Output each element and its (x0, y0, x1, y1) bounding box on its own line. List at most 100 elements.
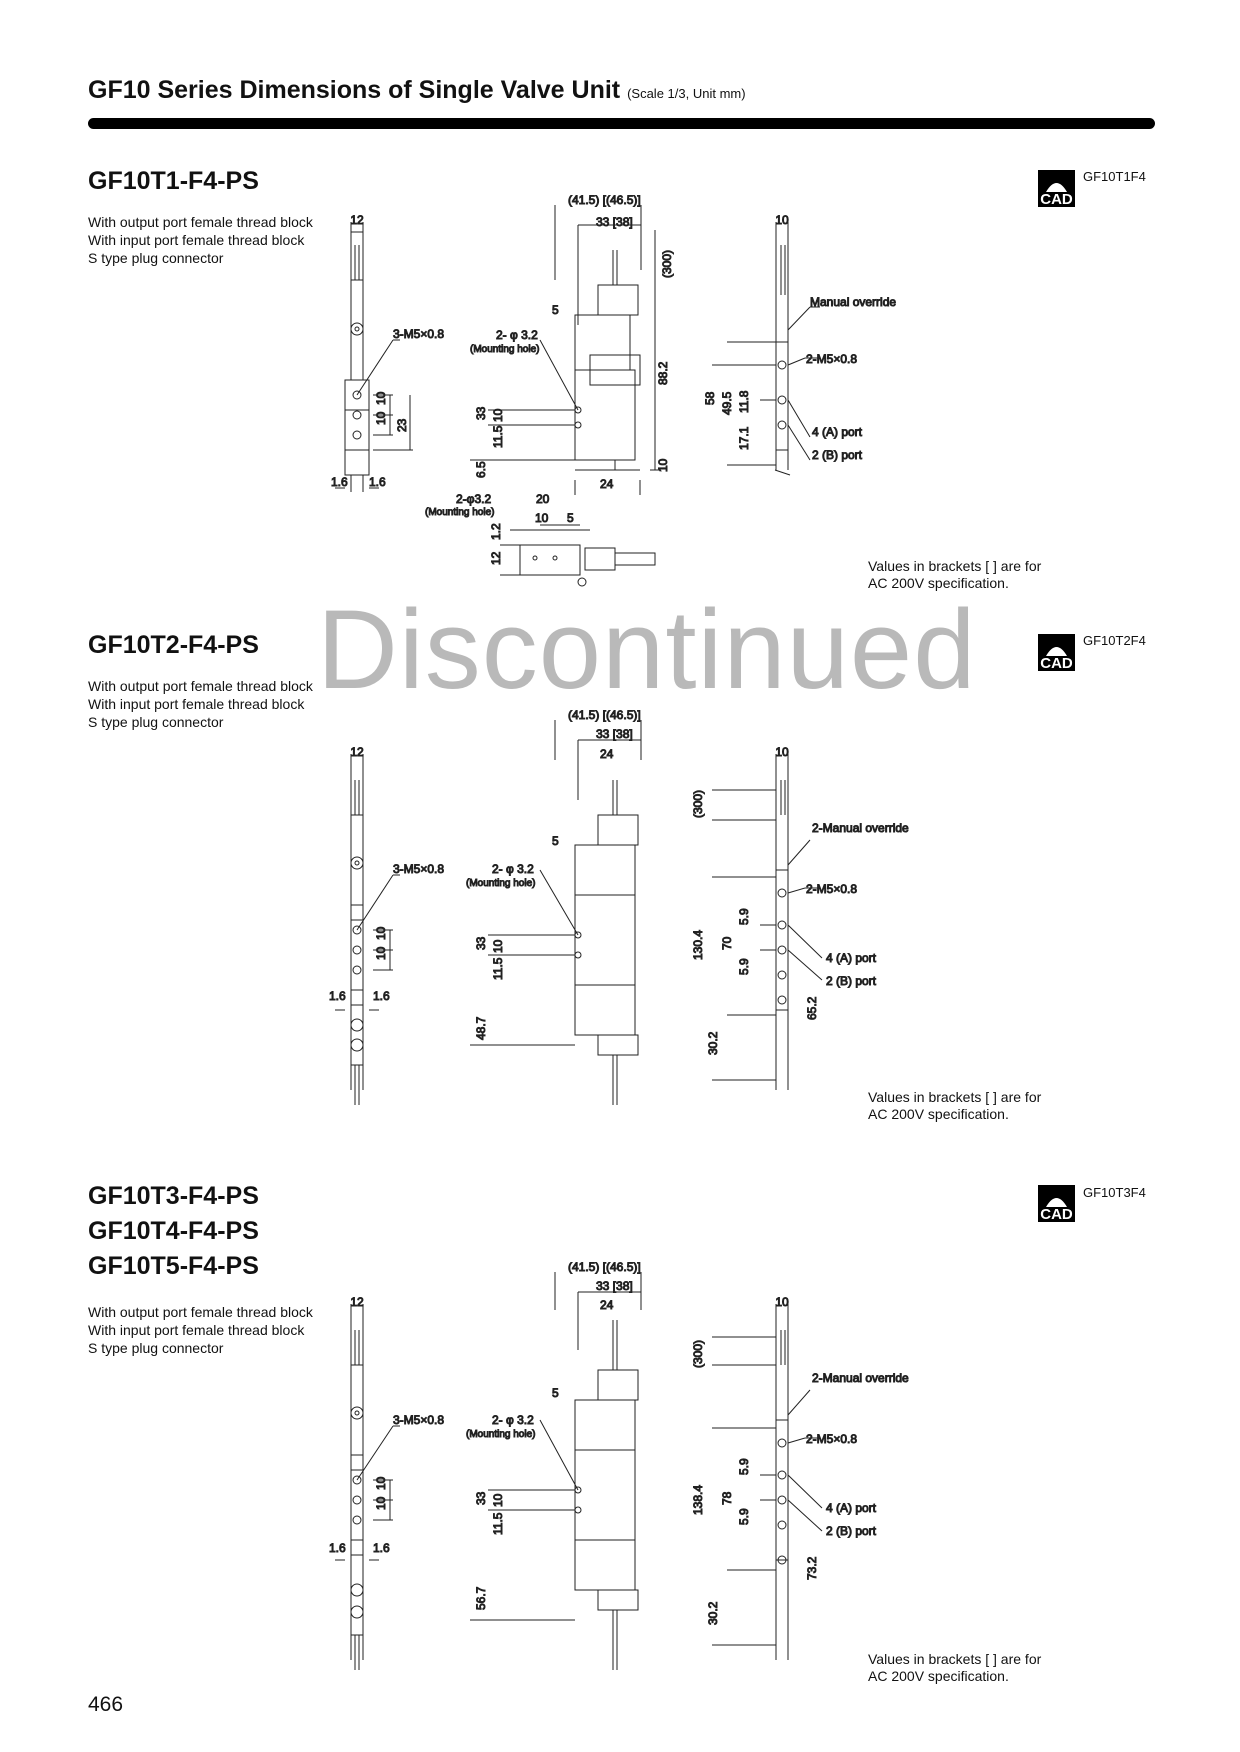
dim-pitch-b: 10 (374, 1496, 388, 1510)
note-line: AC 200V specification. (868, 1668, 1009, 1684)
feature-line: With input port female thread block (88, 232, 305, 248)
dim-total-len: (41.5) [(46.5)] (568, 708, 641, 722)
feature-line: S type plug connector (88, 1340, 224, 1356)
page-title: GF10 Series Dimensions of Single Valve U… (88, 76, 746, 105)
dim-pitch-b: 10 (374, 946, 388, 960)
dim-side-width: 10 (775, 1295, 789, 1309)
dim-height-33: 33 (474, 1491, 488, 1505)
dim-h58: 58 (703, 391, 717, 405)
dim-total-height: 88.2 (656, 361, 670, 385)
page-title-sub: (Scale 1/3, Unit mm) (627, 86, 746, 101)
dim-h-right: 73.2 (805, 1556, 819, 1580)
dim-body-len: 33 [38] (596, 1279, 633, 1293)
front-view (335, 754, 400, 1105)
section-3-model: GF10T3-F4-PS (88, 1182, 259, 1210)
label-port-b: 2 (B) port (812, 448, 863, 462)
note-line: AC 200V specification. (868, 1106, 1009, 1122)
dim-h-mid: 70 (720, 936, 734, 950)
label-manual-override: 2-Manual override (812, 821, 909, 835)
dim-bottom-10: 10 (656, 458, 670, 472)
section-3-model: GF10T4-F4-PS (88, 1217, 259, 1245)
front-view (335, 222, 413, 492)
cad-label: CAD (1040, 1206, 1073, 1222)
dim-total-len: (41.5) [(46.5)] (568, 1260, 641, 1274)
right-view (712, 1304, 823, 1660)
cad-icon[interactable]: CAD (1038, 1185, 1075, 1222)
dim-base-pitch: 23 (395, 418, 409, 432)
cad-icon[interactable]: CAD (1038, 634, 1075, 671)
dim-h49-5: 49.5 (720, 391, 734, 415)
dim-hole-offset: 5 (552, 303, 559, 317)
dim-height-33: 33 (474, 406, 488, 420)
dim-port-thread: 3-M5×0.8 (393, 327, 444, 341)
dim-pitch-a: 10 (374, 1476, 388, 1490)
dim-height-11-5: 11.5 (491, 957, 505, 980)
dim-top-width: 12 (350, 213, 364, 227)
section-2-features: With output port female thread block Wit… (88, 677, 313, 731)
feature-line: With output port female thread block (88, 1304, 313, 1320)
dim-bottom-w5: 5 (567, 511, 574, 525)
dim-height-11-5: 11.5 (491, 1512, 505, 1535)
dim-hole-note: (Mounting hole) (466, 1429, 535, 1440)
dim-h5-9a: 5.9 (737, 908, 751, 925)
section-2-drawing: 12 3-M5×0.8 10 10 1.6 1.6 (41.5) [(46.5)… (329, 708, 910, 1105)
dim-hole-offset: 5 (552, 1386, 559, 1400)
dim-height-33: 33 (474, 936, 488, 950)
dim-h-lower: 30.2 (706, 1031, 720, 1055)
cad-label: CAD (1040, 191, 1073, 207)
dim-port-thread: 3-M5×0.8 (393, 862, 444, 876)
bottom-view (500, 524, 656, 587)
dim-mid-len: 24 (600, 1298, 614, 1312)
dim-edge-right: 1.6 (373, 989, 390, 1003)
dim-bottom-hole-spec: 2-φ3.2 (456, 492, 491, 506)
section-3-note: Values in brackets [ ] are for AC 200V s… (868, 1651, 1041, 1685)
dim-side-width: 10 (775, 745, 789, 759)
dim-hole-offset: 5 (552, 834, 559, 848)
dim-cable-len: (300) (691, 1340, 705, 1368)
feature-line: S type plug connector (88, 714, 224, 730)
dim-h-right: 65.2 (805, 996, 819, 1020)
header-rule (88, 118, 1155, 129)
page-number: 466 (88, 1693, 124, 1716)
feature-line: With input port female thread block (88, 696, 305, 712)
discontinued-watermark: Discontinued (317, 587, 977, 712)
dim-bottom-w20: 20 (536, 492, 550, 506)
dim-bottom-h1-2: 1.2 (489, 523, 503, 540)
dim-pitch-a: 10 (374, 926, 388, 940)
feature-line: With output port female thread block (88, 214, 313, 230)
section-3-features: With output port female thread block Wit… (88, 1303, 313, 1357)
section-1-note: Values in brackets [ ] are for AC 200V s… (868, 558, 1041, 592)
dim-edge-left: 1.6 (331, 475, 348, 489)
side-view (470, 1272, 642, 1670)
section-2-model: GF10T2-F4-PS (88, 631, 259, 659)
dim-bottom-w10: 10 (535, 511, 549, 525)
cad-icon[interactable]: CAD (1038, 170, 1075, 207)
dim-height-10: 10 (491, 939, 505, 953)
dim-hole-spec: 2- φ 3.2 (492, 1413, 534, 1427)
dim-h-total: 138.4 (691, 1485, 705, 1515)
dim-mid-len: 24 (600, 747, 614, 761)
note-line: AC 200V specification. (868, 575, 1009, 591)
section-3-drawing: 12 3-M5×0.8 10 10 1.6 1.6 (41.5) [(46.5)… (329, 1260, 910, 1670)
section-1-drawing: 12 3-M5×0.8 10 10 23 1.6 1.6 (41.5) [(46… (331, 193, 897, 587)
cad-code: GF10T2F4 (1083, 633, 1146, 648)
dim-height-6-5: 6.5 (474, 461, 488, 478)
label-manual-override: Manual override (810, 295, 896, 309)
dim-side-width: 10 (775, 213, 789, 227)
dim-edge-left: 1.6 (329, 989, 346, 1003)
dim-h11-8: 11.8 (737, 390, 751, 413)
feature-line: S type plug connector (88, 250, 224, 266)
dim-pitch-b: 10 (374, 411, 388, 425)
cad-code: GF10T3F4 (1083, 1185, 1146, 1200)
cad-label: CAD (1040, 655, 1073, 671)
label-port-b: 2 (B) port (826, 1524, 877, 1538)
dim-h5-9b: 5.9 (737, 958, 751, 975)
dim-pitch-a: 10 (374, 391, 388, 405)
dim-h5-9a: 5.9 (737, 1458, 751, 1475)
note-line: Values in brackets [ ] are for (868, 1651, 1042, 1667)
dim-height-10: 10 (491, 408, 505, 422)
right-view (712, 222, 820, 476)
section-3-models: GF10T3-F4-PS GF10T4-F4-PS GF10T5-F4-PS (88, 1179, 259, 1284)
dim-body-len: 33 [38] (596, 215, 633, 229)
dim-cable-len: (300) (660, 250, 674, 278)
